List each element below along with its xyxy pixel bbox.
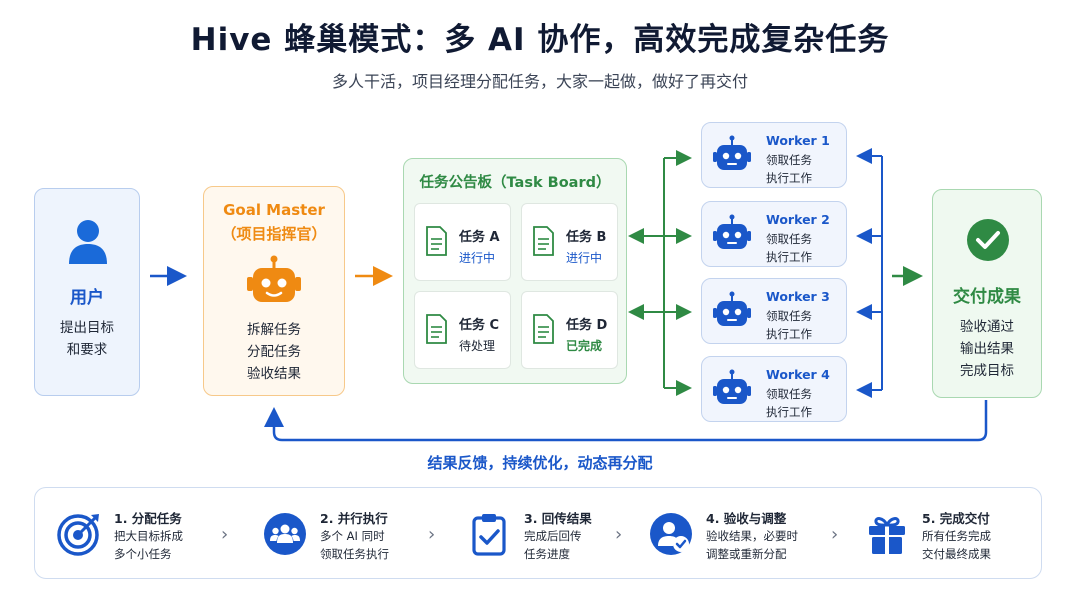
step-title: 5. 完成交付	[922, 511, 990, 526]
task-board-title: 任务公告板（Task Board）	[419, 175, 611, 191]
clipboard-check-icon	[472, 514, 506, 556]
user-title: 用户	[70, 288, 104, 308]
task-card-b: 任务 B 进行中	[521, 203, 618, 281]
task-name: 任务 A	[459, 230, 500, 245]
deliverable-description: 验收通过 输出结果 完成目标	[960, 319, 1014, 379]
step-desc: 把大目标拆成	[114, 529, 183, 543]
worker-duty: 执行工作	[766, 327, 812, 341]
team-icon	[264, 513, 306, 555]
steps-bar: 1. 分配任务 把大目标拆成 多个小任务 › 2. 并行执行 多个 AI 同时 …	[34, 487, 1042, 579]
gift-icon	[869, 517, 905, 554]
worker-duty: 执行工作	[766, 405, 812, 419]
user-icon	[69, 220, 107, 264]
step-title: 2. 并行执行	[320, 511, 388, 526]
document-icon	[426, 314, 447, 344]
task-name: 任务 D	[566, 318, 608, 333]
step-title: 4. 验收与调整	[706, 511, 787, 526]
user-card: 用户 提出目标 和要求	[34, 188, 140, 396]
goal-master-title: Goal Master	[223, 201, 325, 219]
goal-master-card: Goal Master （项目指挥官） 拆解任务 分配任务 验收结果	[203, 186, 345, 396]
page-title: Hive 蜂巢模式：多 AI 协作，高效完成复杂任务	[190, 22, 890, 58]
robot-icon	[713, 291, 751, 326]
step-desc: 所有任务完成	[922, 529, 991, 543]
step-desc: 领取任务执行	[320, 547, 389, 561]
feedback-loop-arrow	[264, 400, 988, 442]
worker-duty: 领取任务	[766, 309, 812, 323]
task-card-a: 任务 A 进行中	[414, 203, 511, 281]
target-icon	[57, 514, 99, 556]
deliverable-card: 交付成果 验收通过 输出结果 完成目标	[932, 189, 1042, 398]
step-title: 1. 分配任务	[114, 511, 182, 526]
worker-duty: 执行工作	[766, 171, 812, 185]
document-icon	[533, 314, 554, 344]
robot-icon	[713, 369, 751, 404]
worker-card-3: Worker 3 领取任务 执行工作	[701, 278, 847, 344]
task-card-d: 任务 D 已完成	[521, 291, 618, 369]
chevron-right-icon: ›	[428, 524, 436, 545]
worker-card-1: Worker 1 领取任务 执行工作	[701, 122, 847, 188]
chevron-right-icon: ›	[831, 524, 839, 545]
feedback-label: 结果反馈，持续优化，动态再分配	[427, 454, 653, 472]
step-desc: 验收结果，必要时	[706, 529, 798, 543]
worker-card-4: Worker 4 领取任务 执行工作	[701, 356, 847, 422]
worker-name: Worker 2	[766, 212, 830, 227]
task-status: 待处理	[459, 339, 496, 353]
chevron-right-icon: ›	[615, 524, 623, 545]
step-desc: 多个 AI 同时	[320, 529, 385, 543]
user-check-icon	[650, 513, 692, 555]
worker-duty: 执行工作	[766, 250, 812, 264]
step-title: 3. 回传结果	[524, 511, 592, 526]
task-card-c: 任务 C 待处理	[414, 291, 511, 369]
page-subtitle: 多人干活，项目经理分配任务，大家一起做，做好了再交付	[331, 72, 748, 91]
robot-icon	[713, 214, 751, 249]
worker-duty: 领取任务	[766, 153, 812, 167]
step-desc: 交付最终成果	[922, 547, 991, 561]
check-circle-icon	[967, 219, 1009, 261]
document-icon	[533, 226, 554, 256]
document-icon	[426, 226, 447, 256]
chevron-right-icon: ›	[221, 524, 229, 545]
step-desc: 完成后回传	[524, 529, 582, 543]
goal-master-duties: 拆解任务 分配任务 验收结果	[247, 322, 301, 382]
deliverable-title: 交付成果	[953, 287, 1021, 307]
robot-icon	[713, 135, 751, 170]
goal-master-subtitle: （项目指挥官）	[221, 225, 327, 243]
task-name: 任务 C	[459, 318, 500, 333]
step-desc: 任务进度	[524, 547, 570, 561]
task-name: 任务 B	[566, 230, 607, 245]
step-desc: 多个小任务	[114, 547, 172, 561]
worker-duty: 领取任务	[766, 232, 812, 246]
step-desc: 调整或重新分配	[706, 547, 787, 561]
worker-duty: 领取任务	[766, 387, 812, 401]
task-status: 进行中	[459, 251, 496, 265]
worker-name: Worker 1	[766, 133, 830, 148]
task-status: 已完成	[566, 339, 603, 353]
task-status: 进行中	[566, 251, 603, 265]
worker-name: Worker 3	[766, 289, 830, 304]
worker-name: Worker 4	[766, 367, 830, 382]
worker-card-2: Worker 2 领取任务 执行工作	[701, 201, 847, 267]
robot-icon	[247, 255, 301, 302]
user-description: 提出目标 和要求	[60, 320, 114, 358]
task-board: 任务公告板（Task Board） 任务 A 进行中 任务 B 进行中 任务 C…	[403, 158, 627, 384]
